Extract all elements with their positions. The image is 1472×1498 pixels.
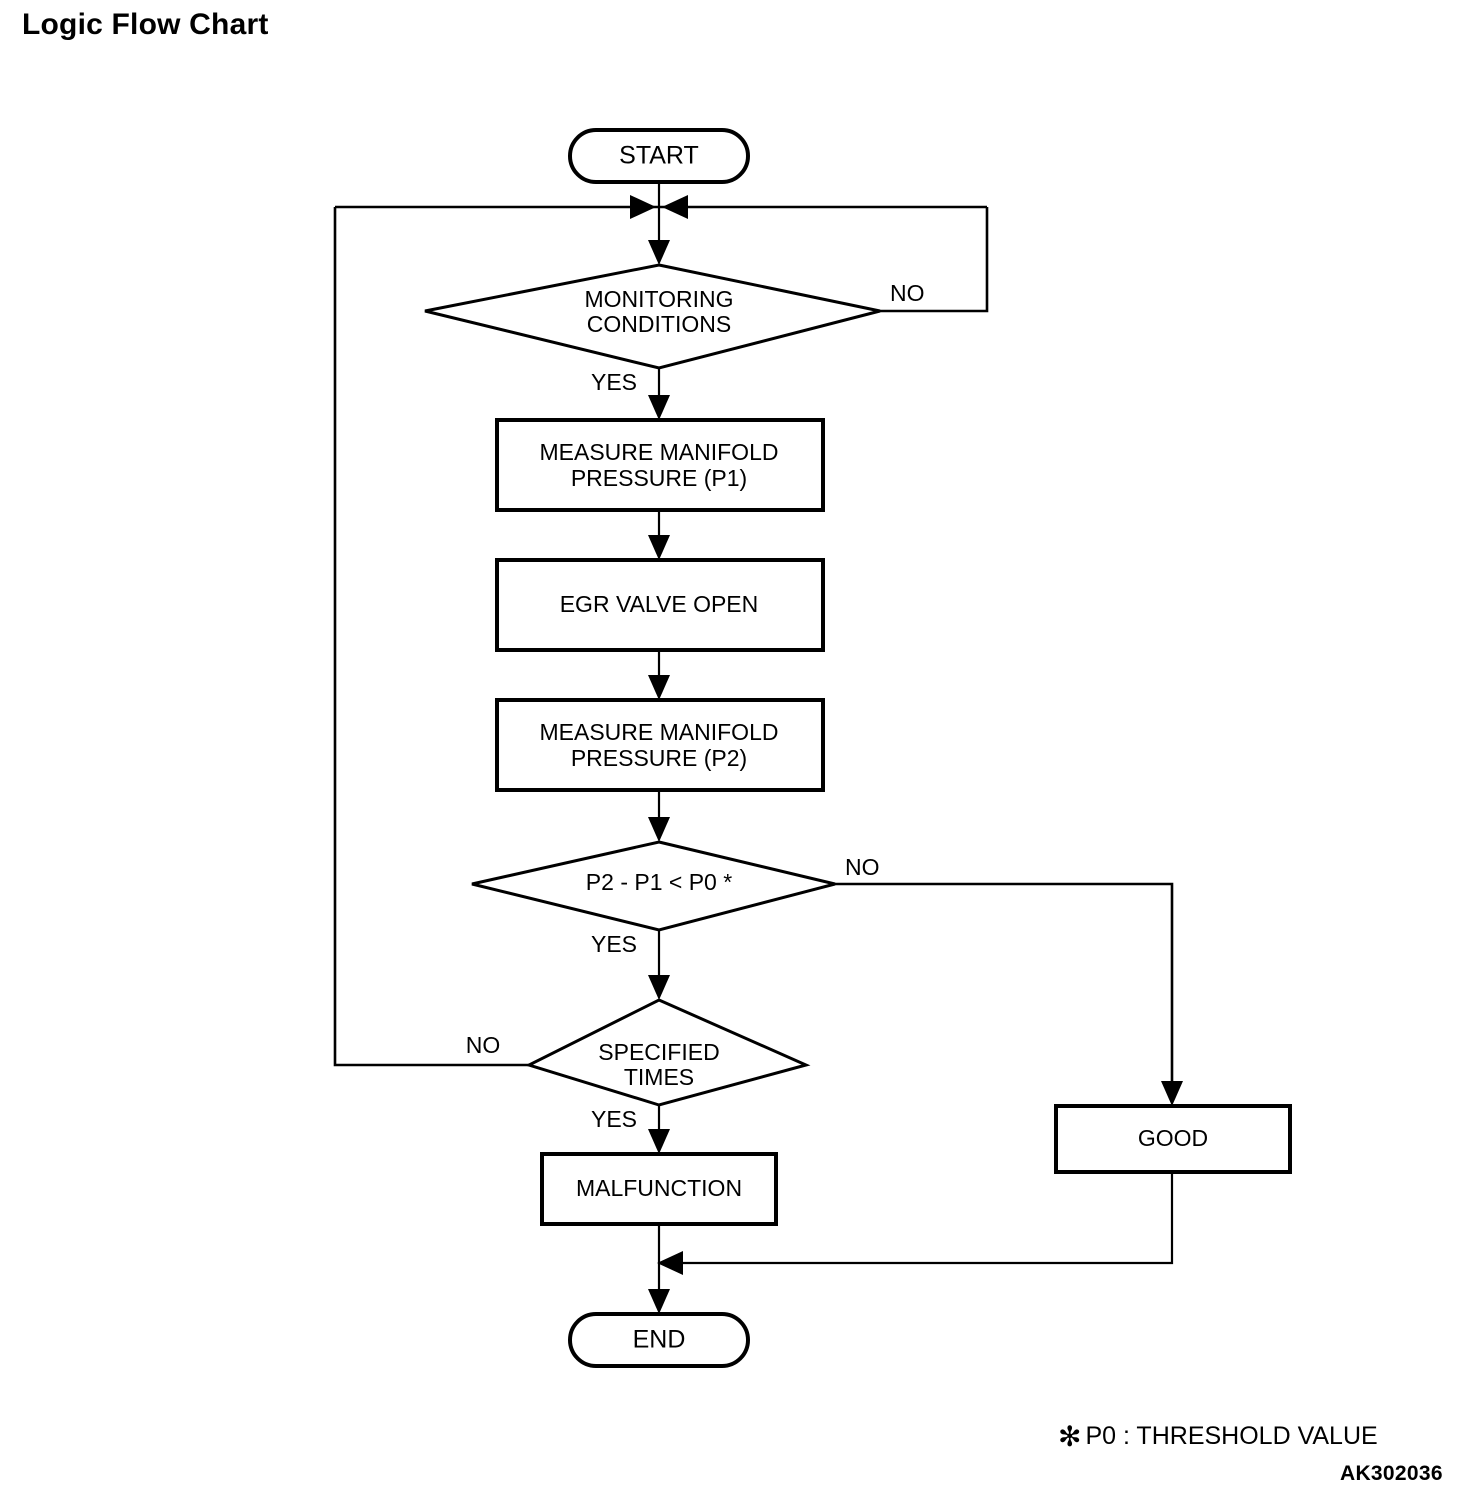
node-measure2-label-line1: MEASURE MANIFOLD (540, 719, 779, 745)
node-compare-pressure-decision[interactable] (471, 840, 836, 932)
footnote-label: P0 : THRESHOLD VALUE (1085, 1422, 1378, 1450)
branch-label-monitor-no: NO (890, 280, 925, 306)
arrowhead-merge-left (657, 1251, 683, 1275)
node-egr-valve-open[interactable] (495, 558, 825, 652)
node-good-label: GOOD (1138, 1125, 1208, 1151)
node-end-label: END (633, 1326, 686, 1354)
arrowhead-to-measure2 (648, 675, 670, 700)
branch-label-compare-no: NO (845, 854, 880, 880)
connector-monitor-no-loop (880, 207, 989, 313)
connector-times-no-loop (333, 207, 529, 1067)
connector-compare-no-to-good (835, 882, 1174, 1094)
arrowhead-to-measure1 (648, 395, 670, 420)
node-malfunction[interactable] (540, 1152, 778, 1226)
branch-label-times-yes: YES (591, 1106, 637, 1132)
node-end[interactable] (568, 1312, 750, 1368)
node-start[interactable] (568, 128, 750, 184)
arrowhead-to-end (648, 1289, 670, 1314)
node-measure1-label-line2: PRESSURE (P1) (571, 465, 747, 491)
node-compare-label: P2 - P1 < P0 * (586, 869, 732, 895)
page-title: Logic Flow Chart (22, 8, 269, 41)
arrowhead-to-good (1161, 1081, 1183, 1106)
node-start-label: START (619, 142, 699, 170)
branch-label-times-no: NO (466, 1032, 501, 1058)
arrowhead-to-monitor (648, 240, 670, 265)
node-measure-pressure-p2[interactable] (495, 698, 825, 792)
footnote-threshold: ✻P0 : THRESHOLD VALUE (1058, 1420, 1378, 1453)
asterisk-icon: ✻ (1058, 1421, 1082, 1452)
node-measure1-label-line1: MEASURE MANIFOLD (540, 439, 779, 465)
node-times-label-line1: SPECIFIED (598, 1039, 719, 1065)
arrowhead-to-times (648, 975, 670, 1000)
node-monitoring-label-line2: CONDITIONS (587, 311, 731, 337)
node-monitoring-label-line1: MONITORING (584, 286, 733, 312)
arrowhead-junction-left (630, 195, 656, 219)
node-specified-times-decision[interactable] (524, 998, 811, 1107)
node-measure-pressure-p1[interactable] (495, 418, 825, 512)
branch-label-compare-yes: YES (591, 931, 637, 957)
arrowhead-to-egr (648, 535, 670, 560)
arrowhead-to-compare (648, 817, 670, 842)
node-egr-label: EGR VALVE OPEN (560, 591, 759, 617)
node-monitoring-conditions[interactable] (424, 263, 881, 370)
node-good[interactable] (1054, 1104, 1292, 1174)
node-times-label-line2: TIMES (624, 1064, 694, 1090)
node-malfunction-label: MALFUNCTION (576, 1175, 742, 1201)
reference-code: AK302036 (1340, 1462, 1443, 1485)
node-measure2-label-line2: PRESSURE (P2) (571, 745, 747, 771)
arrowhead-junction-right (662, 195, 688, 219)
branch-label-monitor-yes: YES (591, 369, 637, 395)
connector-good-to-end-merge (672, 1172, 1174, 1265)
arrowhead-to-malfunction (648, 1129, 670, 1154)
